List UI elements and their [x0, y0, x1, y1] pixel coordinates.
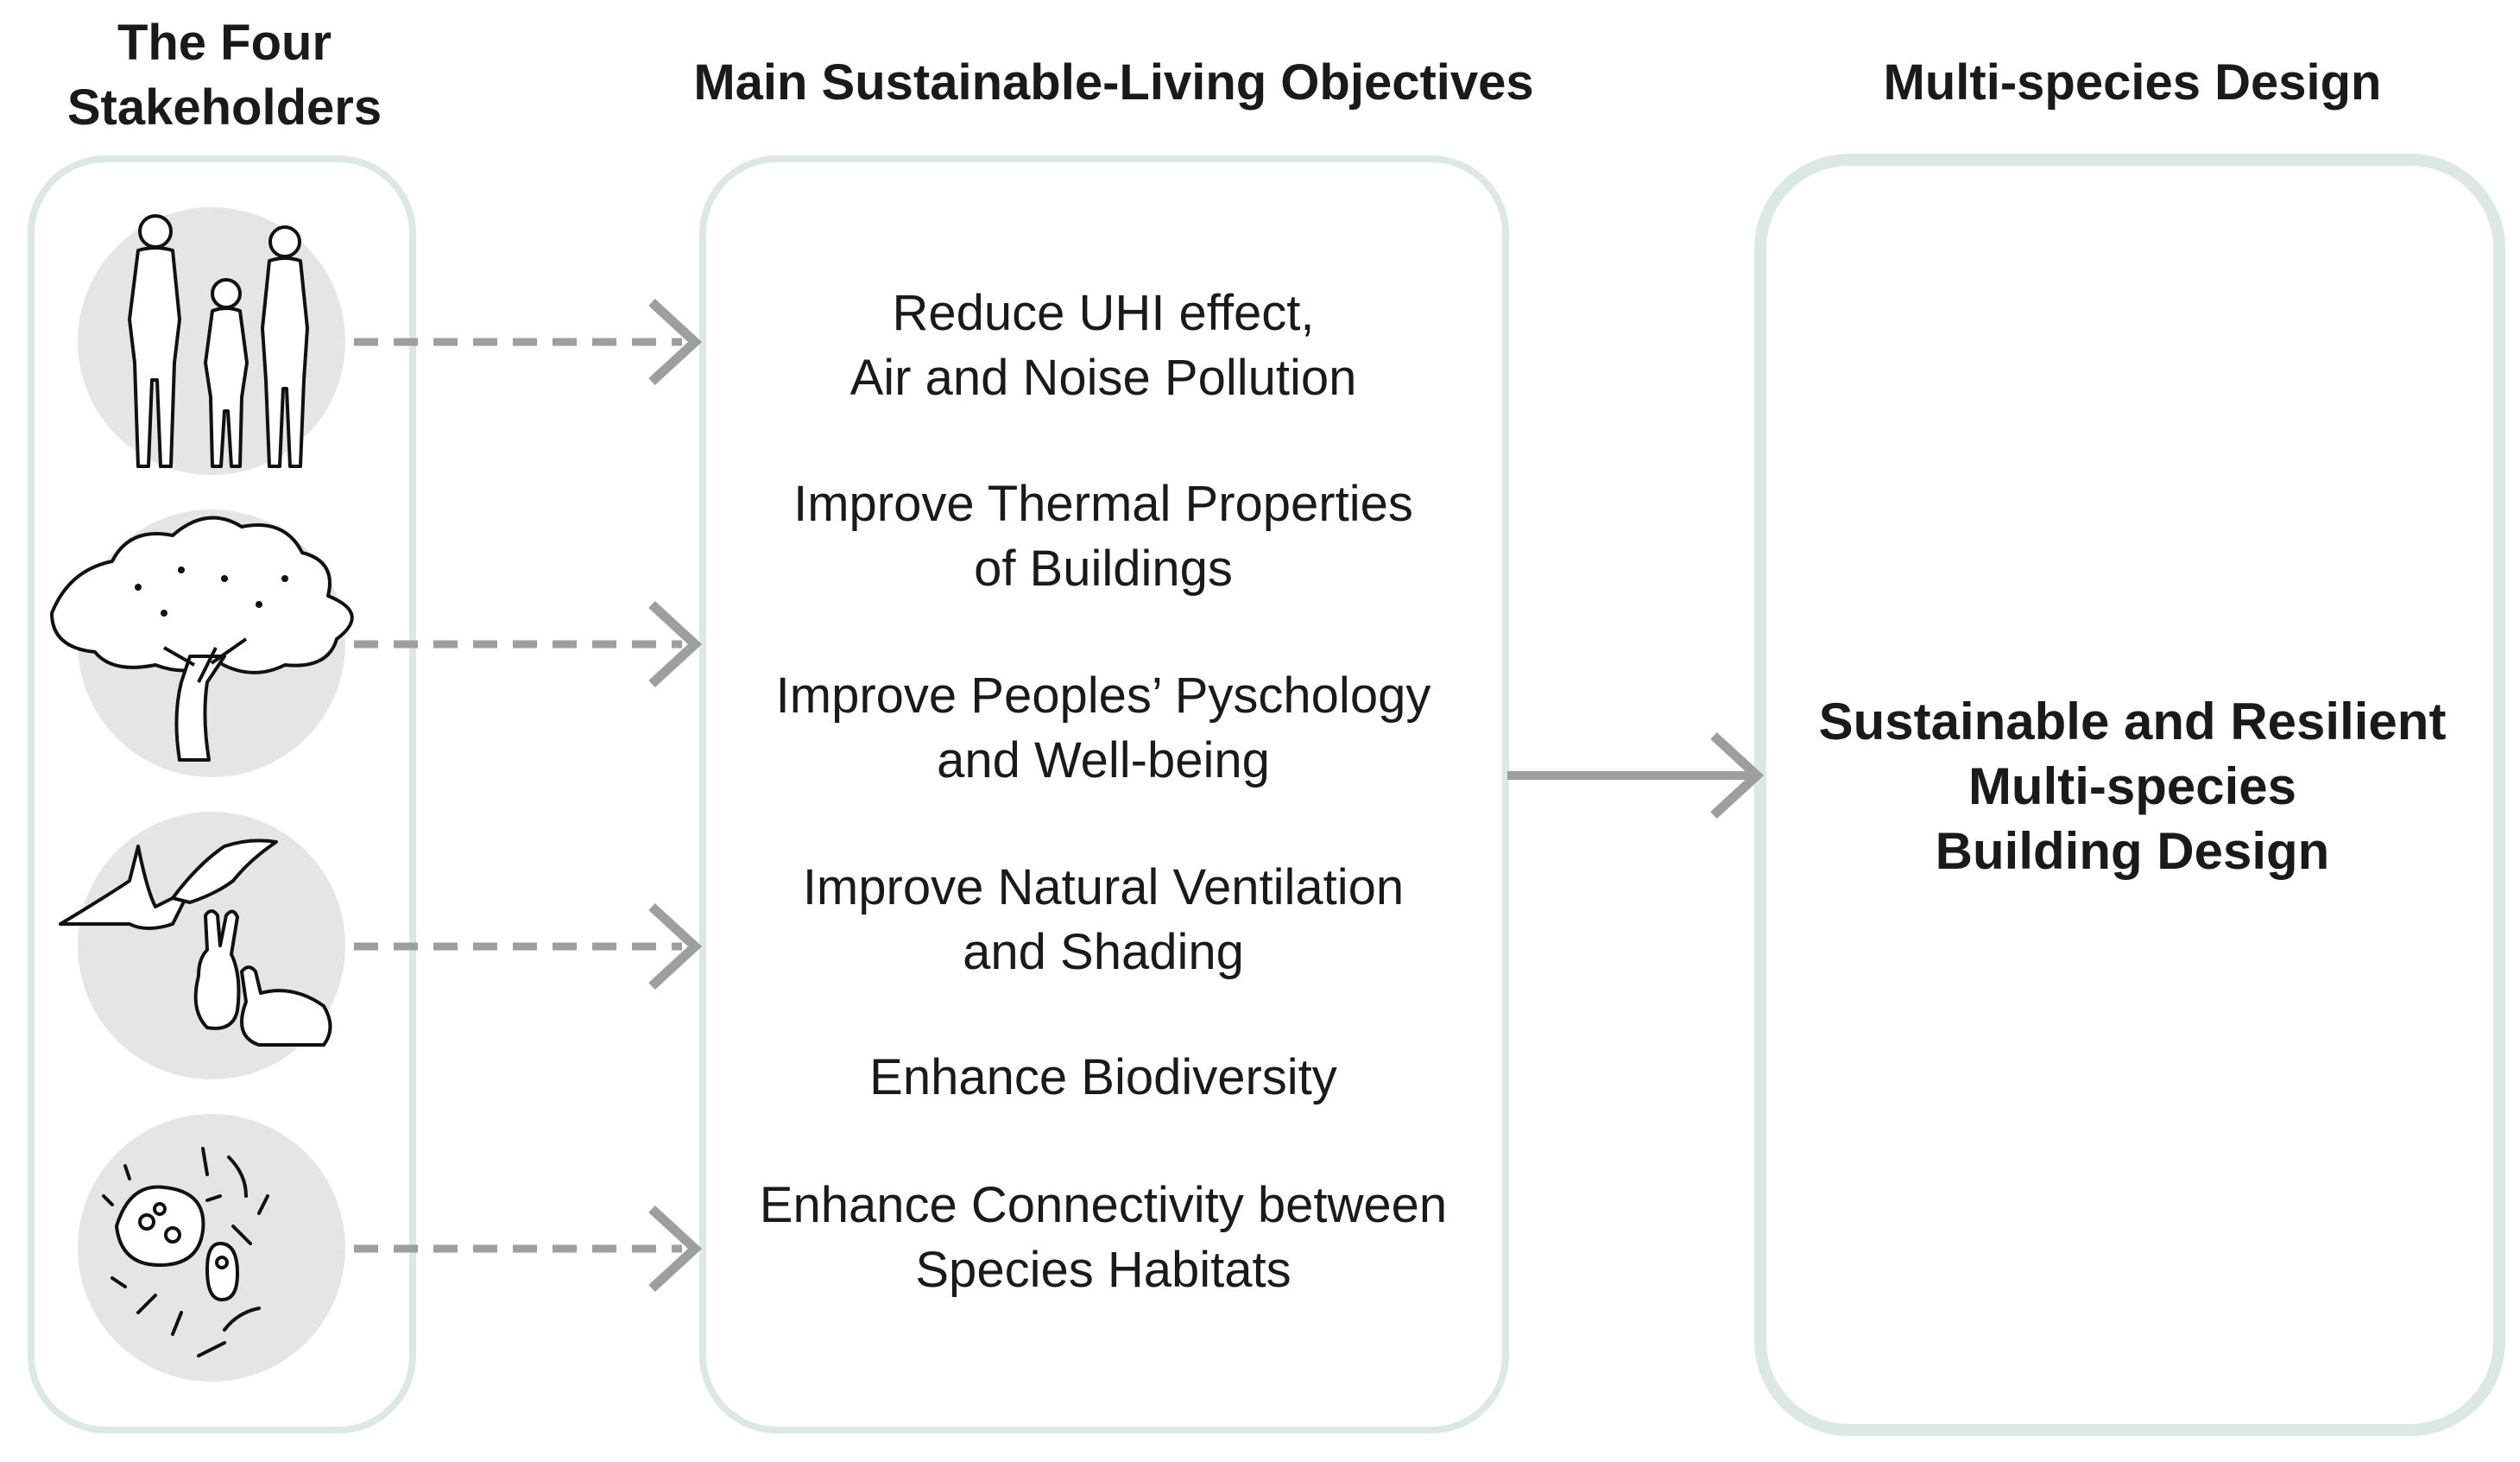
stakeholder-tree: [50, 509, 354, 777]
stakeholders-heading: The Four Stakeholders: [66, 15, 382, 136]
objective-item: Improve Peoples’ Pyschology and Well-bei…: [775, 668, 1431, 788]
tree-icon: [50, 516, 354, 762]
objectives-panel: [699, 155, 1509, 1434]
design-panel: [1754, 154, 2505, 1436]
objective-item: Enhance Connectivity between Species Hab…: [759, 1177, 1448, 1298]
objectives-heading: Main Sustainable-Living Objectives: [693, 54, 1534, 111]
objective-item: Improve Natural Ventilation and Shading: [802, 859, 1405, 980]
design-outcome-text: Sustainable and Resilient Multi-species …: [1818, 693, 2447, 880]
objective-item: Enhance Biodiversity: [869, 1049, 1337, 1105]
stakeholder-animals: [59, 812, 345, 1079]
design-heading: Multi-species Design: [1883, 54, 2382, 111]
people-family-icon: [128, 214, 309, 468]
stakeholder-people: [78, 207, 345, 475]
birds-rabbits-icon: [59, 839, 332, 1047]
objective-item: Reduce UHI effect, Air and Noise Polluti…: [849, 285, 1357, 406]
stakeholder-microorganisms: [78, 1114, 345, 1382]
microorganisms-icon: [102, 1147, 269, 1358]
objective-item: Improve Thermal Properties of Buildings: [793, 476, 1413, 597]
